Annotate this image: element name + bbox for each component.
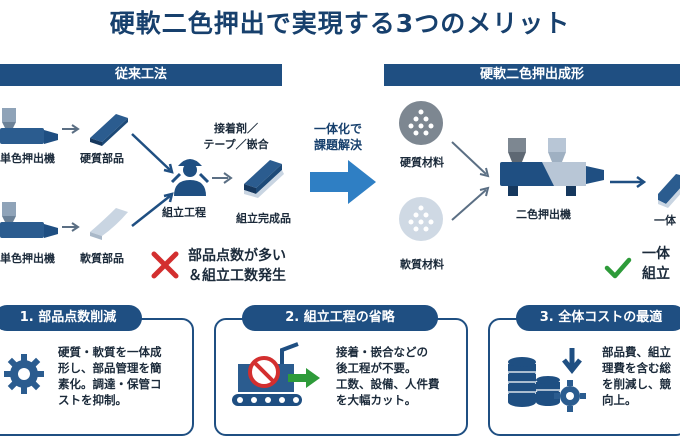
gear-icon [4, 354, 44, 394]
soft-part-icon [90, 208, 128, 240]
assembly-label: 組立工程 [162, 206, 206, 219]
extruder-top-icon [0, 108, 58, 144]
worker-icon [170, 159, 210, 196]
arrow-to-product [610, 175, 647, 189]
hard-part-label: 硬質部品 [80, 152, 124, 165]
merit-card-2-title: 2. 組立工程の省略 [242, 305, 438, 331]
finished-product-icon [244, 160, 284, 198]
check-icon [604, 257, 632, 279]
product-label: 一体 [654, 214, 676, 227]
soft-part-label: 軟質部品 [80, 252, 124, 265]
cost-reduction-icon [508, 348, 586, 412]
merit-card-1-title: 1. 部品点数削減 [0, 305, 142, 331]
adhesive-label-2: テープ／嵌合 [203, 138, 269, 151]
extruder-bottom-icon [0, 202, 58, 238]
merit-card-1-text-3: 素化。調達・保管コ [58, 377, 162, 391]
two-color-machine-label: 二色押出機 [516, 208, 571, 221]
no-robot-assembly-icon [232, 342, 320, 406]
merit-card-3-text-3: を削減し、競 [602, 377, 671, 391]
merit-card-3-text-1: 部品費、組立 [602, 345, 671, 359]
merit-card-2-text-2: 後工程が不要。 [336, 361, 417, 375]
arrow-to-assembly [131, 133, 174, 227]
hard-part-icon [90, 114, 128, 146]
adhesive-label-1: 接着剤／ [214, 122, 258, 135]
integrated-product-icon [658, 174, 680, 208]
hard-material-label: 硬質材料 [400, 156, 444, 169]
soft-material-label: 軟質材料 [400, 258, 444, 271]
two-color-extruder-icon [500, 138, 604, 196]
benefit-text-2: 組立 [642, 266, 670, 282]
page-title: 硬軟二色押出で実現する3つのメリット [109, 9, 571, 38]
middle-arrow-text-2: 課題解決 [313, 138, 362, 152]
merit-card-3-title: 3. 全体コストの最適 [516, 305, 680, 331]
arrow-to-two-color [451, 141, 490, 221]
finished-label: 組立完成品 [236, 212, 291, 225]
hard-material-icon [399, 101, 443, 145]
merit-card-2-text-1: 接着・嵌合などの [336, 345, 428, 359]
arrow-bottom-1 [62, 222, 80, 232]
big-arrow-icon [310, 160, 376, 204]
merit-card-2-text-4: を大幅カット。 [336, 393, 417, 407]
benefit-text-1: 一体 [642, 246, 670, 262]
merit-card-1-text-1: 硬質・軟質を一体成 [58, 345, 162, 359]
middle-arrow-text-1: 一体化で [313, 122, 362, 136]
section-header-two-color: 硬軟二色押出成形 [384, 64, 680, 86]
merit-card-3-text-2: 理費を含む総 [602, 361, 671, 375]
merit-card-2-text-3: 工数、設備、人件費 [336, 377, 440, 391]
problem-text-1: 部品点数が多い [188, 248, 286, 264]
machine-top-label: 単色押出機 [0, 152, 55, 165]
merit-card-1-text-4: ストを抑制。 [58, 393, 127, 407]
merit-card-1 [0, 318, 194, 436]
arrow-top-1 [62, 124, 80, 134]
section-header-conventional: 従来工法 [0, 64, 282, 86]
machine-bottom-label: 単色押出機 [0, 252, 55, 265]
arrow-to-finished [212, 172, 233, 184]
soft-material-icon [399, 197, 443, 241]
cross-icon [151, 251, 179, 279]
merit-card-1-text-2: 形し、部品管理を簡 [58, 361, 162, 375]
problem-text-2: ＆組立工数発生 [188, 268, 286, 284]
merit-card-3-text-4: 向上。 [602, 393, 637, 407]
